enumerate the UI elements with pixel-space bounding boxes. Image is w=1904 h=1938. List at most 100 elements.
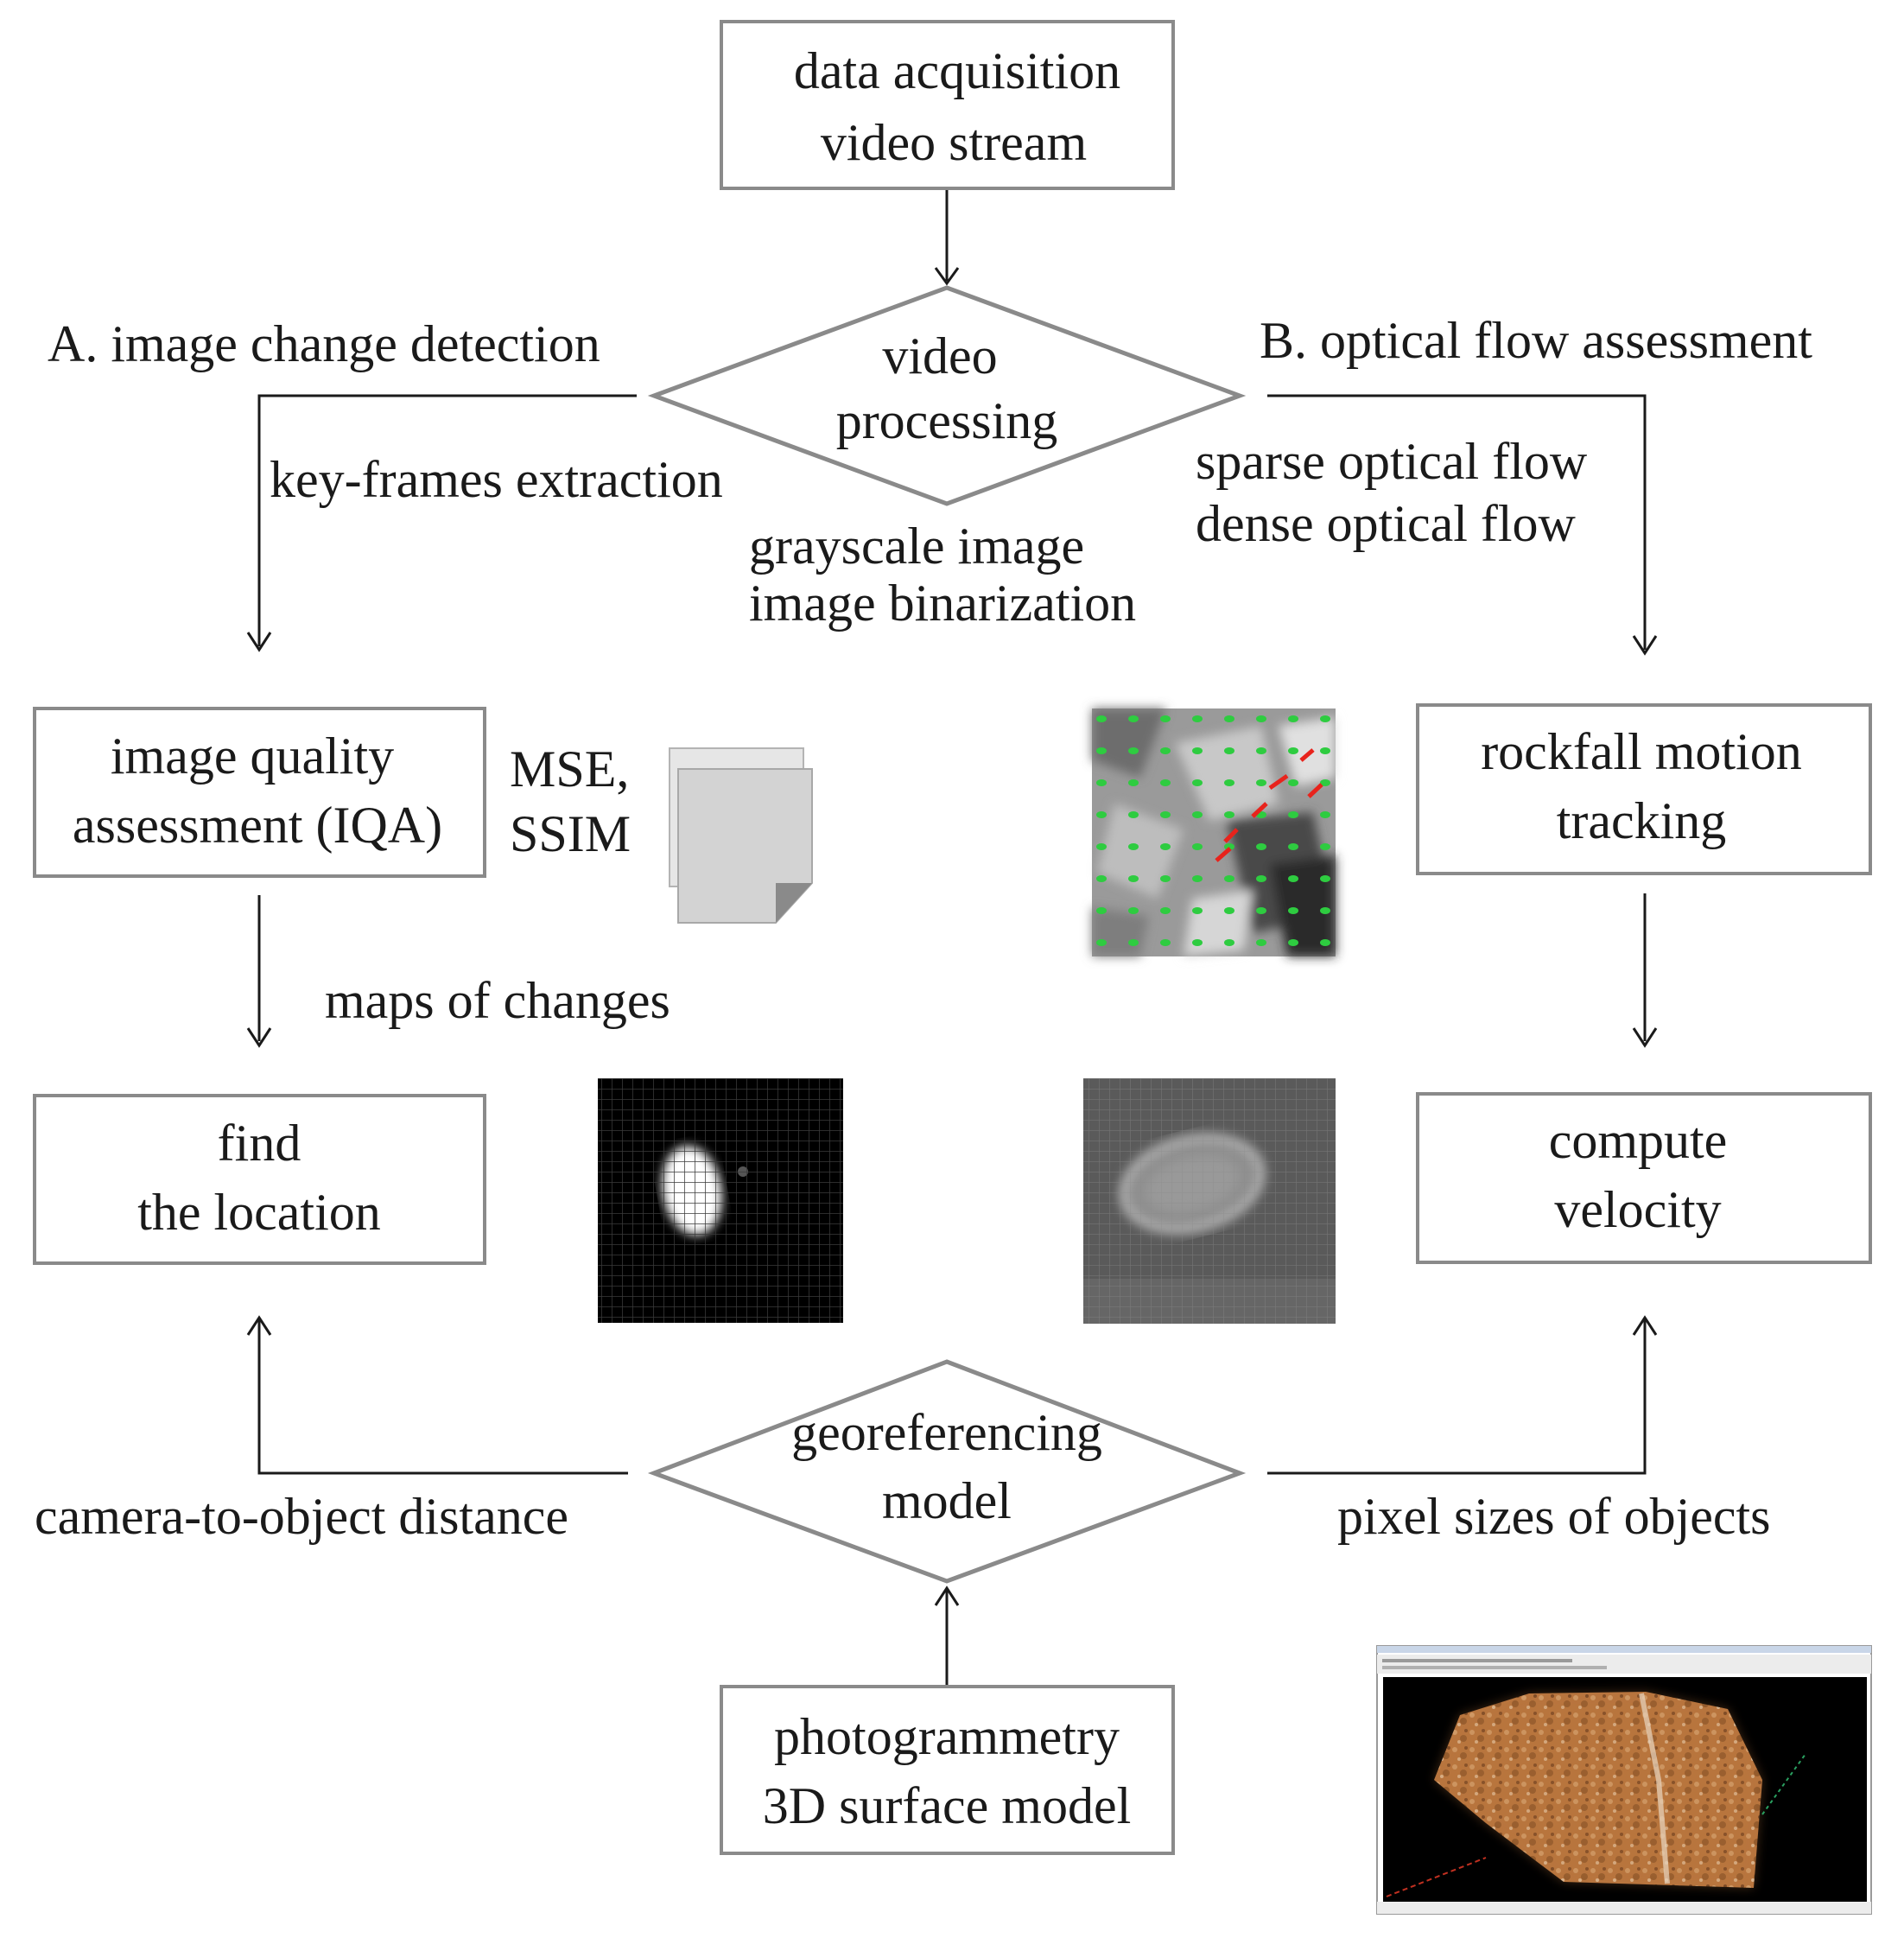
flow-dot (1320, 715, 1330, 722)
flow-dot (1320, 747, 1330, 754)
flow-dot (1320, 811, 1330, 818)
node-line-2: tracking (1557, 792, 1727, 849)
flow-dot (1192, 747, 1203, 754)
flow-dot (1320, 875, 1330, 882)
node-line-1: compute (1549, 1112, 1728, 1169)
flow-dot (1096, 715, 1107, 722)
flow-dot (1288, 907, 1298, 914)
flow-dot (1288, 715, 1298, 722)
flow-dot (1128, 747, 1139, 754)
arrow-georeferencing-to-velocity (1267, 1318, 1647, 1475)
node-line-2: velocity (1554, 1181, 1721, 1238)
arrowhead-up-icon (246, 1315, 272, 1336)
flow-dot (1160, 939, 1171, 946)
flow-dot (1224, 843, 1234, 850)
flow-dot (1320, 939, 1330, 946)
flow-dot (1288, 811, 1298, 818)
arrowhead-down-icon (246, 632, 272, 652)
node-line-1: find (218, 1115, 301, 1172)
flow-dot (1192, 811, 1203, 818)
node-georeferencing-model: georeferencing model (647, 1359, 1247, 1584)
arrowhead-up-icon (934, 1585, 960, 1606)
flow-dot (1256, 747, 1266, 754)
flow-dot (1096, 747, 1107, 754)
node-line-1: video (882, 327, 997, 384)
flow-dot (1320, 779, 1330, 786)
flow-dot (1256, 843, 1266, 850)
flow-dot (1160, 811, 1171, 818)
arrow-georeferencing-to-location (257, 1318, 628, 1475)
flow-dot (1224, 747, 1234, 754)
node-line-1: georeferencing (791, 1404, 1102, 1461)
annotation-labels: A. image change detection B. optical flo… (35, 312, 1812, 1545)
dense-flow-map-thumbnail (1083, 1078, 1336, 1324)
flow-dot (1128, 779, 1139, 786)
camera-distance-label: camera-to-object distance (35, 1488, 568, 1545)
node-line-2: video stream (821, 114, 1087, 171)
node-line-1: image quality (111, 728, 394, 785)
flow-dot (1288, 875, 1298, 882)
flow-dot (1320, 843, 1330, 850)
flow-dot (1224, 875, 1234, 882)
arrowhead-down-icon (246, 1027, 272, 1048)
flow-dot (1096, 939, 1107, 946)
dense-flow-label: dense optical flow (1196, 495, 1577, 552)
flow-vector-dots (1096, 715, 1330, 946)
node-line-1: data acquisition (794, 42, 1120, 99)
binarization-label: image binarization (749, 575, 1136, 632)
flow-dot (1160, 779, 1171, 786)
flow-dot (1096, 843, 1107, 850)
flow-dot (1256, 939, 1266, 946)
flow-dot (1160, 875, 1171, 882)
flow-dot (1096, 875, 1107, 882)
flow-dot (1224, 811, 1234, 818)
flow-dot (1160, 907, 1171, 914)
node-line-2: the location (137, 1184, 381, 1241)
ssim-label: SSIM (510, 805, 631, 862)
flow-dot (1128, 907, 1139, 914)
node-find-the-location: find the location (33, 1094, 486, 1265)
flow-dot (1160, 747, 1171, 754)
flow-dot (1256, 875, 1266, 882)
node-line-2: model (882, 1472, 1012, 1529)
flow-dot (1288, 939, 1298, 946)
node-rockfall-motion-tracking: rockfall motion tracking (1416, 703, 1872, 875)
flow-dot (1192, 939, 1203, 946)
connectors (246, 190, 1658, 1685)
flow-dot (1224, 715, 1234, 722)
node-line-1: rockfall motion (1481, 723, 1802, 780)
flow-dot (1192, 715, 1203, 722)
flow-dot (1160, 843, 1171, 850)
flow-dot (1320, 907, 1330, 914)
node-line-2: 3D surface model (763, 1777, 1132, 1834)
flow-dot (1224, 939, 1234, 946)
flow-dot (1128, 939, 1139, 946)
branch-a-label: A. image change detection (48, 315, 600, 372)
flow-dot (1160, 715, 1171, 722)
arrowhead-up-icon (1632, 1315, 1658, 1336)
node-video-processing: video processing (647, 285, 1247, 506)
flow-dot (1256, 779, 1266, 786)
arrow-processing-to-tracking (1267, 394, 1647, 650)
node-compute-velocity: compute velocity (1416, 1092, 1872, 1264)
mse-label: MSE, (510, 740, 629, 797)
flow-dot (1224, 907, 1234, 914)
flow-dot (1096, 907, 1107, 914)
flow-dot (1192, 843, 1203, 850)
node-image-quality-assessment: image quality assessment (IQA) (33, 707, 486, 878)
node-photogrammetry: photogrammetry 3D surface model (720, 1685, 1175, 1855)
node-line-1: photogrammetry (774, 1708, 1120, 1765)
arrowhead-down-icon (934, 267, 960, 286)
3d-surface-model-screenshot (1376, 1645, 1872, 1915)
grayscale-label: grayscale image (749, 518, 1084, 575)
flow-dot (1288, 843, 1298, 850)
node-data-acquisition: data acquisition video stream (720, 20, 1175, 190)
arrowhead-down-icon (1632, 1027, 1658, 1048)
flow-dot (1192, 779, 1203, 786)
flow-dot (1192, 907, 1203, 914)
optical-flow-field-thumbnail (1092, 708, 1336, 956)
flow-dot (1128, 715, 1139, 722)
pixel-sizes-label: pixel sizes of objects (1337, 1488, 1771, 1545)
flow-dot (1288, 747, 1298, 754)
